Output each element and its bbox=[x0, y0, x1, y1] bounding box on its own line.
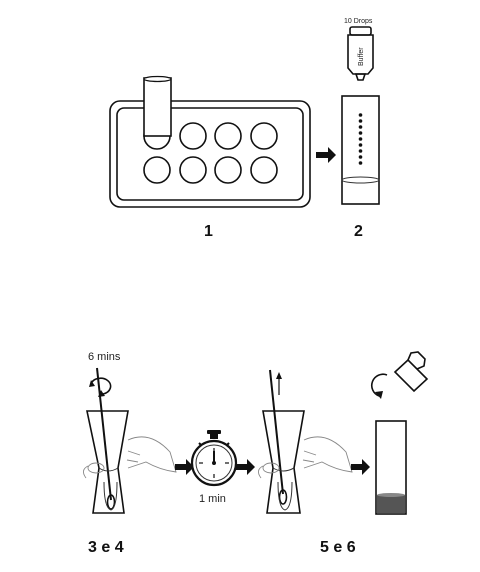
right-arrow-icon bbox=[236, 459, 255, 475]
tube-with-swab-icon bbox=[86, 410, 129, 514]
hand-icon bbox=[83, 436, 177, 479]
test-tube-icon bbox=[341, 95, 380, 205]
swab-icon bbox=[269, 369, 288, 505]
tube-liquid bbox=[377, 495, 405, 513]
tube-cap-icon bbox=[393, 351, 429, 393]
hand-icon bbox=[258, 436, 353, 479]
buffer-bottle-icon: Buffer bbox=[347, 26, 374, 81]
sample-tube-icon bbox=[143, 75, 172, 137]
drops-label: 10 Drops bbox=[344, 18, 373, 25]
test-tube-icon bbox=[375, 420, 407, 515]
step-3-4-label: 3 e 4 bbox=[88, 539, 124, 556]
rotate-arrow-icon bbox=[370, 373, 388, 399]
wait-time-label: 1 min bbox=[199, 493, 226, 505]
drop-dots bbox=[358, 113, 363, 165]
well-plate-icon bbox=[109, 75, 311, 208]
step-2-label: 2 bbox=[354, 223, 363, 240]
swab-icon bbox=[96, 367, 116, 510]
step-1-label: 1 bbox=[204, 223, 213, 240]
right-arrow-icon bbox=[316, 147, 336, 163]
tube-with-swab-icon bbox=[262, 410, 305, 514]
stopwatch-icon bbox=[190, 430, 238, 487]
mix-time-label: 6 mins bbox=[88, 351, 121, 363]
bottle-label: Buffer bbox=[358, 47, 365, 66]
step-5-6-label: 5 e 6 bbox=[320, 539, 356, 556]
right-arrow-icon bbox=[351, 459, 370, 475]
right-arrow-icon bbox=[175, 459, 194, 475]
